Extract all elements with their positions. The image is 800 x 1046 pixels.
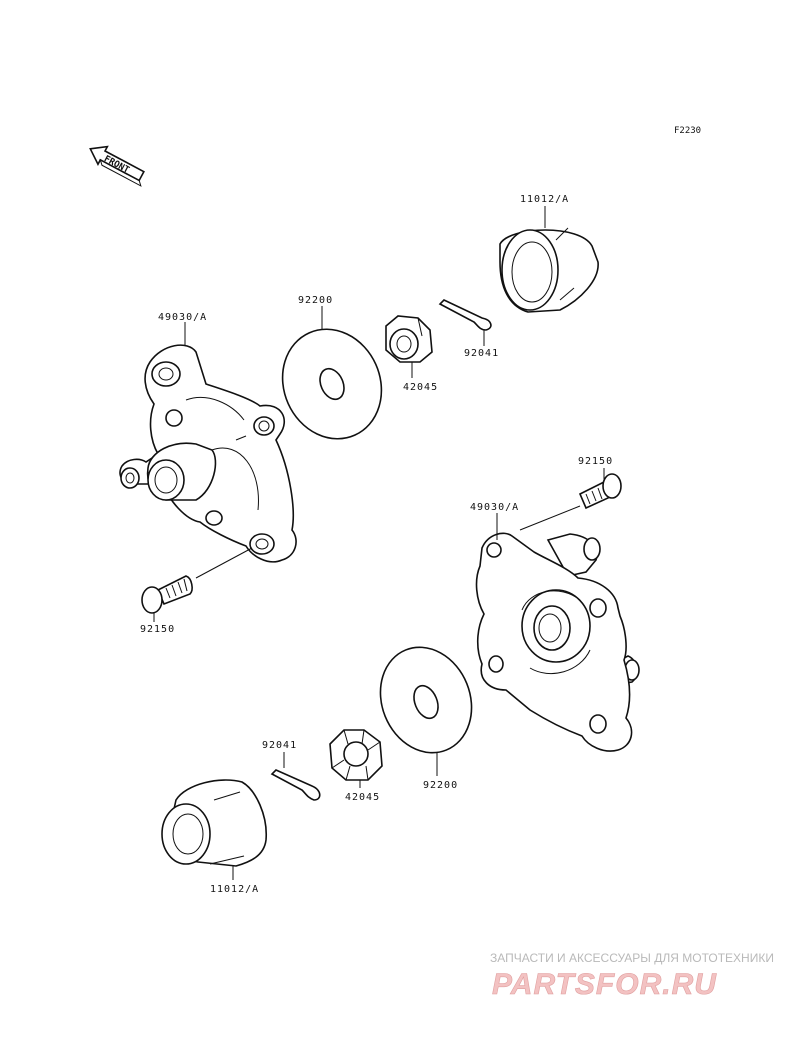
label-stud-left: 92150	[140, 624, 175, 635]
wheel-hub-right	[475, 532, 640, 752]
label-nut-bottom: 42045	[345, 792, 380, 803]
washer-bottom	[379, 646, 473, 754]
label-washer-bottom: 92200	[423, 780, 458, 791]
watermark-logo: PARTSFOR.RU	[492, 968, 717, 1001]
washer-top	[281, 328, 383, 440]
label-pin-top: 92041	[464, 348, 499, 359]
cotter-pin-top	[438, 299, 492, 331]
cotter-pin-bottom	[270, 769, 321, 801]
hub-bolt-right	[578, 473, 622, 510]
hub-cap-bottom	[161, 779, 267, 867]
label-cap-top: 11012/A	[520, 194, 569, 205]
hub-cap-top	[499, 227, 599, 313]
castle-nut-bottom	[329, 729, 383, 781]
hub-bolt-left	[141, 575, 193, 614]
watermark-tagline: ЗАПЧАСТИ И АКСЕССУАРЫ ДЛЯ МОТОТЕХНИКИ	[490, 951, 774, 965]
label-cap-bottom: 11012/A	[210, 884, 259, 895]
label-hub-right: 49030/A	[470, 502, 519, 513]
wheel-hub-left	[119, 344, 297, 563]
front-arrow-icon: FRONT	[89, 145, 145, 187]
label-pin-bottom: 92041	[262, 740, 297, 751]
label-stud-right: 92150	[578, 456, 613, 467]
label-washer-top: 92200	[298, 295, 333, 306]
label-nut-top: 42045	[403, 382, 438, 393]
label-hub-left: 49030/A	[158, 312, 207, 323]
figure-code: F2230	[674, 126, 701, 136]
castle-nut-top	[385, 315, 433, 363]
